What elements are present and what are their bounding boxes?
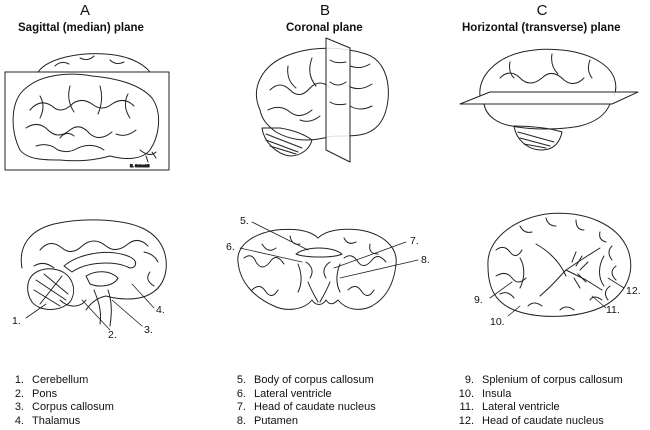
artist-signature: E. Schmidt (130, 163, 150, 168)
legend-text: Head of caudate nucleus (482, 414, 604, 427)
lateral-ventricle-b (305, 261, 331, 279)
legend-item: 9. Splenium of corpus callosum (456, 374, 623, 388)
horizontal-section-illustration (487, 212, 632, 317)
sagittal-plane-brain-illustration: E. Schmidt (4, 53, 170, 171)
label-a-1: 1. (12, 315, 21, 327)
title-sagittal-plane: Sagittal (median) plane (18, 22, 144, 34)
legend-number: 4. (14, 414, 24, 427)
legend-number: 1. (14, 374, 24, 386)
legend-text: Splenium of corpus callosum (482, 374, 623, 386)
cerebellum-c (513, 125, 563, 151)
label-c-11: 11. (606, 304, 620, 316)
label-b-7: 7. (410, 235, 419, 247)
column-letter-b: B (319, 2, 330, 19)
legend-number: 9. (464, 374, 474, 386)
legend-item: 6. Lateral ventricle (228, 388, 376, 402)
cerebellum-a (27, 268, 74, 310)
column-letter-a: A (79, 2, 90, 19)
legend-sagittal: 1. Cerebellum 2. Pons 3. Corpus callosum 4.… (6, 374, 114, 428)
title-coronal-plane: Coronal plane (286, 22, 363, 34)
brain-upper-outline-c (479, 48, 617, 97)
legend-text: Pons (32, 387, 58, 400)
legend-text: Insula (482, 387, 512, 400)
legend-text: Thalamus (32, 414, 81, 427)
lateral-ventricles-c (535, 243, 567, 297)
label-a-2: 2. (108, 329, 117, 341)
legend-text: Corpus callosum (32, 401, 114, 413)
legend-item: 4. Thalamus (6, 415, 114, 429)
legend-text: Head of caudate nucleus (254, 401, 376, 413)
horizontal-plane-sheet (459, 91, 639, 105)
legend-text: Cerebellum (32, 374, 89, 386)
legend-number: 8. (236, 414, 246, 427)
horizontal-section-outline (487, 212, 632, 317)
brain-lower-edge-a (59, 299, 87, 307)
label-a-4: 4. (156, 304, 165, 316)
legend-text: Lateral ventricle (254, 387, 332, 400)
label-a-3: 3. (144, 324, 153, 336)
label-c-9: 9. (474, 294, 483, 306)
brain-behind-plane-outline (37, 53, 151, 73)
legend-number: 7. (236, 401, 246, 413)
legend-coronal: 5. Body of corpus callosum 6. Lateral vent… (228, 374, 376, 428)
title-horizontal-plane: Horizontal (transverse) plane (462, 22, 621, 34)
legend-horizontal: 9.Splenium of corpus callosum 10.Insula … (456, 374, 623, 428)
coronal-section-illustration (237, 228, 397, 310)
label-c-10: 10. (490, 316, 505, 328)
legend-item: 11. Lateral ventricle (456, 401, 623, 415)
legend-number: 10. (458, 387, 474, 400)
legend-item: 3. Corpus callosum (6, 401, 114, 415)
legend-item: 1. Cerebellum (6, 374, 114, 388)
legend-item: 5. Body of corpus callosum (228, 374, 376, 388)
label-c-12: 12. (626, 285, 641, 297)
legend-item: 8. Putamen (228, 415, 376, 429)
brain-lower-outline-c (483, 103, 611, 130)
legend-number: 11. (459, 401, 474, 413)
legend-number: 5. (236, 374, 246, 386)
leader-lines (25, 221, 625, 331)
insula-c (519, 255, 605, 289)
coronal-plane-sheet (325, 37, 351, 163)
brainstem-shape (93, 289, 112, 327)
label-b-6: 6. (226, 241, 235, 253)
midsagittal-outline (20, 219, 167, 311)
brain-lateral-outline (12, 73, 159, 162)
legend-number: 12. (458, 414, 474, 427)
thalamus-b (307, 281, 331, 303)
legend-item: 2. Pons (6, 388, 114, 402)
ventricle-horns-c (565, 247, 603, 291)
column-letter-c: C (536, 2, 548, 19)
legend-item: 10. Insula (456, 388, 623, 402)
label-b-5: 5. (240, 215, 249, 227)
legend-text: Lateral ventricle (482, 401, 560, 413)
thalamus-shape (85, 271, 119, 287)
corpus-callosum-shape (63, 252, 137, 273)
legend-text: Body of corpus callosum (254, 374, 374, 386)
coronal-section-outline (237, 228, 397, 310)
label-b-8: 8. (421, 254, 430, 266)
legend-number: 6. (236, 387, 246, 400)
legend-item: 7. Head of caudate nucleus (228, 401, 376, 415)
sagittal-plane-rect (4, 71, 170, 171)
brain-lateral-outline-b (255, 47, 389, 141)
legend-number: 2. (14, 387, 24, 400)
horizontal-plane-brain-illustration (459, 48, 639, 151)
coronal-plane-brain-illustration (255, 37, 389, 163)
corpus-callosum-b (295, 247, 343, 258)
legend-text: Putamen (254, 414, 299, 427)
legend-item: 12. Head of caudate nucleus (456, 415, 623, 429)
legend-number: 3. (14, 401, 24, 413)
midsagittal-section-illustration (20, 219, 167, 327)
